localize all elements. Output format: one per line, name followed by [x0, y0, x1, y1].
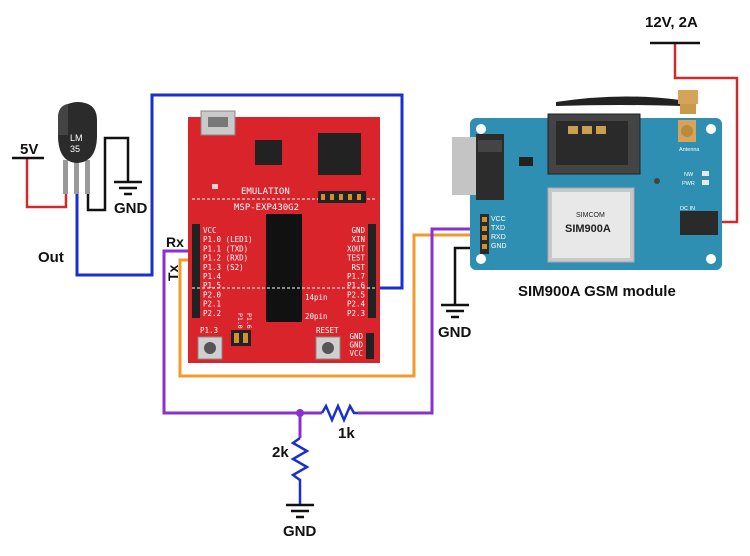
lm35-sensor: LM 35	[58, 102, 97, 194]
wire-rx	[162, 249, 322, 415]
sim-gnd-label: GND	[438, 324, 472, 341]
left-pin-label-3: P1.2 (RXD)	[203, 254, 248, 263]
resistor-1k	[320, 402, 358, 424]
wire-lm35-gnd	[86, 136, 130, 212]
board-20pin: 20pin	[305, 312, 328, 321]
wire-rx-sim	[358, 227, 480, 415]
ground-symbol-lm35	[114, 180, 142, 196]
wire-lm35-out	[75, 93, 404, 290]
right-pin-label-9: P2.3	[347, 309, 365, 318]
board-p13: P1.3	[200, 326, 218, 335]
left-pin-label-1: P1.0 (LED1)	[203, 235, 253, 244]
left-pin-label-9: P2.2	[203, 309, 221, 318]
bottom-right-pin-label-1: GND	[349, 341, 363, 350]
right-pin-label-5: P1.7	[347, 272, 365, 281]
sim-dcin: DC IN	[680, 206, 695, 212]
bottom-gnd-label: GND	[283, 523, 317, 540]
lm35-text-1: LM	[70, 133, 83, 143]
res-2k-label: 2k	[272, 444, 289, 461]
sim-brand: SIMCOM	[576, 212, 605, 219]
left-pin-label-0: VCC	[203, 226, 217, 235]
sim-pin-label-2: RXD	[491, 234, 506, 241]
board-model: MSP-EXP430G2	[234, 203, 299, 213]
right-pin-label-2: XOUT	[347, 244, 366, 253]
lm35-gnd-label: GND	[114, 200, 148, 217]
bottom-right-pin-label-0: GND	[349, 332, 363, 341]
bottom-right-pin-label-2: VCC	[349, 349, 363, 358]
sim-title: SIM900A GSM module	[518, 283, 676, 300]
left-pin-label-5: P1.4	[203, 272, 222, 281]
right-pin-label-1: XIN	[351, 235, 365, 244]
tx-label: Tx	[165, 264, 181, 281]
left-pin-label-7: P2.0	[203, 290, 222, 299]
resistor-2k	[290, 436, 310, 505]
sim-nw: NW	[684, 172, 694, 178]
board-hdr-right: P1.6	[245, 313, 253, 329]
right-pin-label-6: P1.6	[347, 281, 366, 290]
left-pin-label-6: P1.5	[203, 281, 221, 290]
left-pin-label-8: P2.1	[203, 300, 221, 309]
right-pin-label-8: P2.4	[347, 300, 366, 309]
right-pin-label-4: RST	[351, 263, 365, 272]
sim-model: SIM900A	[565, 223, 611, 235]
ground-symbol-sim	[441, 303, 469, 319]
ground-symbol-bottom	[286, 503, 314, 519]
supply-12v-label: 12V, 2A	[645, 14, 698, 31]
board-reset: RESET	[316, 326, 339, 335]
sim900a-module: Antenna SIMCOM SIM900A NW PWR DC IN	[452, 90, 722, 270]
lm35-out-label: Out	[38, 249, 64, 266]
wire-5v	[25, 158, 68, 209]
sim-pin-label-1: TXD	[491, 225, 505, 232]
board-hdr-left: P1.0	[236, 313, 244, 329]
right-pin-label-3: TEST	[347, 254, 366, 263]
left-pin-label-4: P1.3 (S2)	[203, 263, 244, 272]
wire-tx	[178, 233, 480, 378]
junction-dot	[296, 409, 304, 417]
supply-5v-label: 5V	[20, 141, 38, 158]
res-1k-label: 1k	[338, 425, 355, 442]
rx-label: Rx	[166, 234, 184, 250]
left-pin-label-2: P1.1 (TXD)	[203, 244, 248, 253]
right-pin-label-7: P2.5	[347, 290, 365, 299]
board-emulation: EMULATION	[241, 187, 290, 197]
board-14pin: 14pin	[305, 293, 328, 302]
sim-pin-label-0: VCC	[491, 216, 506, 223]
sim-pwr: PWR	[682, 181, 695, 187]
right-pin-label-0: GND	[351, 226, 365, 235]
lm35-text-2: 35	[70, 144, 80, 154]
sim-antenna-label: Antenna	[679, 147, 700, 153]
sim-pin-label-3: GND	[491, 243, 507, 250]
launchpad-board: EMULATION MSP-EXP430G2 14pin 20pin P1.3 …	[188, 110, 380, 363]
wire-12v	[673, 43, 739, 224]
